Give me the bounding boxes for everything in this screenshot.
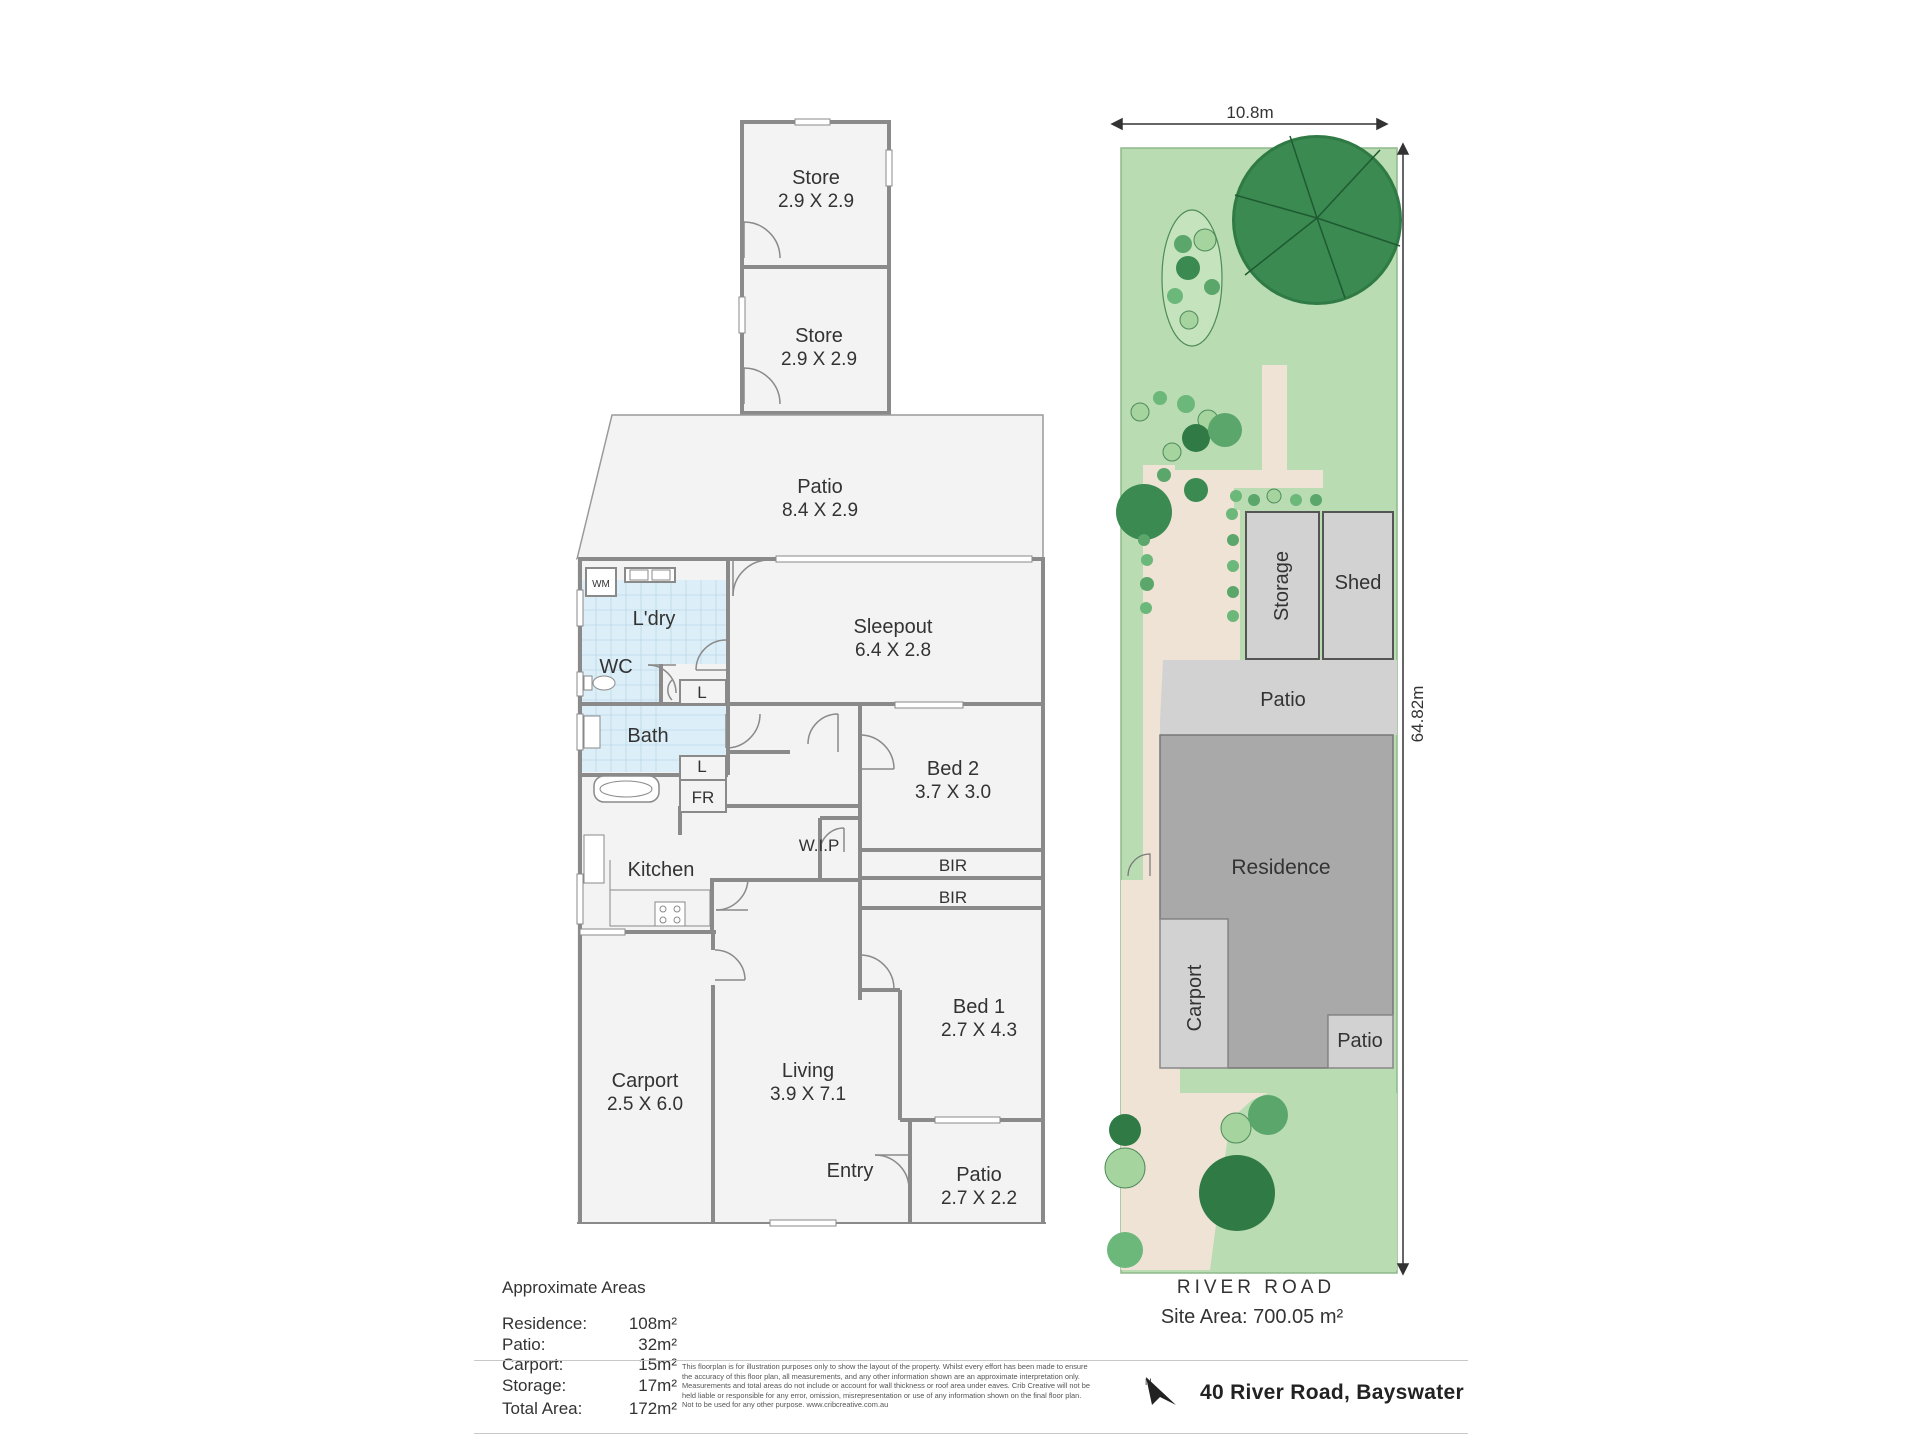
store-top-dims: 2.9 X 2.9 [778, 191, 854, 212]
property-address: 40 River Road, Bayswater [1200, 1381, 1464, 1404]
site-patio-front [1327, 1014, 1394, 1069]
footer-divider-bottom [474, 1433, 1468, 1434]
carport-dims: 2.5 X 6.0 [607, 1094, 683, 1115]
bed2-name: Bed 2 [927, 758, 979, 780]
store-bottom-room [740, 265, 891, 415]
area-row: Patio: 32m² [502, 1335, 677, 1356]
bir-upper-label: BIR [939, 856, 967, 875]
footer-divider-top [474, 1360, 1468, 1361]
front-lawn [1215, 1093, 1397, 1270]
area-label: Patio: [502, 1334, 546, 1354]
patio-front-name: Patio [956, 1164, 1002, 1186]
store-bottom-dims: 2.9 X 2.9 [781, 349, 857, 370]
bed1-name: Bed 1 [953, 996, 1005, 1018]
basin [583, 715, 601, 749]
site-carport [1159, 918, 1229, 1069]
kitchen-sink [583, 834, 605, 884]
store-top-name: Store [792, 167, 840, 189]
floor-plan: Store 2.9 X 2.9 Store 2.9 X 2.9 Patio 8.… [576, 118, 1046, 1227]
street-name: RIVER ROAD [1177, 1277, 1335, 1298]
disclaimer-text: This floorplan is for illustration purpo… [682, 1362, 1090, 1410]
site-patio-rear-label: Patio [1260, 689, 1306, 711]
living-name: Living [782, 1060, 834, 1082]
area-label: Residence: [502, 1314, 588, 1333]
bed1-dims: 2.7 X 4.3 [941, 1020, 1017, 1041]
area-row: Carport: 15m² [502, 1355, 677, 1376]
site-storage-label: Storage [1271, 551, 1293, 621]
site-residence-label: Residence [1231, 856, 1330, 879]
site-plan: 10.8m 64.82m Storage Shed Patio Residenc… [1104, 103, 1427, 1328]
site-storage [1245, 511, 1320, 660]
kitchen-name: Kitchen [628, 859, 695, 881]
wip-label: W.I.P [799, 836, 840, 855]
site-patio-front-label: Patio [1337, 1030, 1383, 1052]
svg-text:N: N [1145, 1377, 1152, 1387]
area-value: 172m² [628, 1399, 677, 1418]
site-patio-rear [1160, 660, 1397, 735]
area-row: Residence: 108m² [502, 1314, 677, 1335]
shrub-icons [1104, 228, 1322, 1268]
site-shed-label: Shed [1335, 572, 1382, 594]
washing-machine-label: WM [592, 579, 610, 590]
fridge-label: FR [692, 788, 715, 807]
linen-2-label: L [697, 757, 706, 776]
patio-main-dims: 8.4 X 2.9 [782, 500, 858, 521]
area-value: 17m² [638, 1375, 677, 1395]
area-value: 15m² [638, 1355, 677, 1374]
north-arrow-icon: N [1145, 1377, 1176, 1405]
carport-name: Carport [612, 1070, 679, 1092]
linen-1-label: L [697, 683, 706, 702]
site-shed [1322, 511, 1394, 660]
linen-1-box [679, 679, 727, 705]
areas-heading: Approximate Areas [502, 1278, 646, 1297]
cooktop [654, 901, 686, 927]
bed2-dims: 3.7 X 3.0 [915, 782, 991, 803]
large-tree-icon [1232, 135, 1402, 305]
store-top-room [740, 120, 891, 269]
bathtub [593, 775, 660, 803]
laundry-name: L'dry [633, 608, 676, 630]
store-bottom-name: Store [795, 325, 843, 347]
area-row-total: Total Area: 172m² [502, 1399, 677, 1420]
site-carport-label: Carport [1184, 964, 1206, 1031]
fridge-box [679, 779, 727, 813]
area-label: Carport: [502, 1355, 564, 1374]
site-length-label: 64.82m [1408, 686, 1427, 743]
site-area: Site Area: 700.05 m² [1161, 1306, 1344, 1328]
toilet [592, 675, 616, 691]
bath-name: Bath [627, 725, 668, 747]
washing-machine [585, 567, 617, 597]
area-value: 108m² [628, 1314, 677, 1333]
area-label: Storage: [502, 1375, 567, 1395]
bir-lower-label: BIR [939, 888, 967, 907]
sleepout-name: Sleepout [854, 616, 933, 638]
living-dims: 3.9 X 7.1 [770, 1084, 846, 1105]
area-label: Total Area: [502, 1399, 583, 1418]
sleepout-dims: 6.4 X 2.8 [855, 640, 931, 661]
area-row: Storage: 17m² [502, 1376, 677, 1397]
entry-label: Entry [827, 1160, 874, 1182]
patio-main-name: Patio [797, 476, 843, 498]
area-value: 32m² [638, 1334, 677, 1354]
wc-name: WC [599, 656, 632, 678]
patio-front-dims: 2.7 X 2.2 [941, 1188, 1017, 1209]
approximate-areas: Approximate Areas Residence: 108m² Patio… [502, 1278, 677, 1420]
site-width-label: 10.8m [1226, 103, 1273, 122]
